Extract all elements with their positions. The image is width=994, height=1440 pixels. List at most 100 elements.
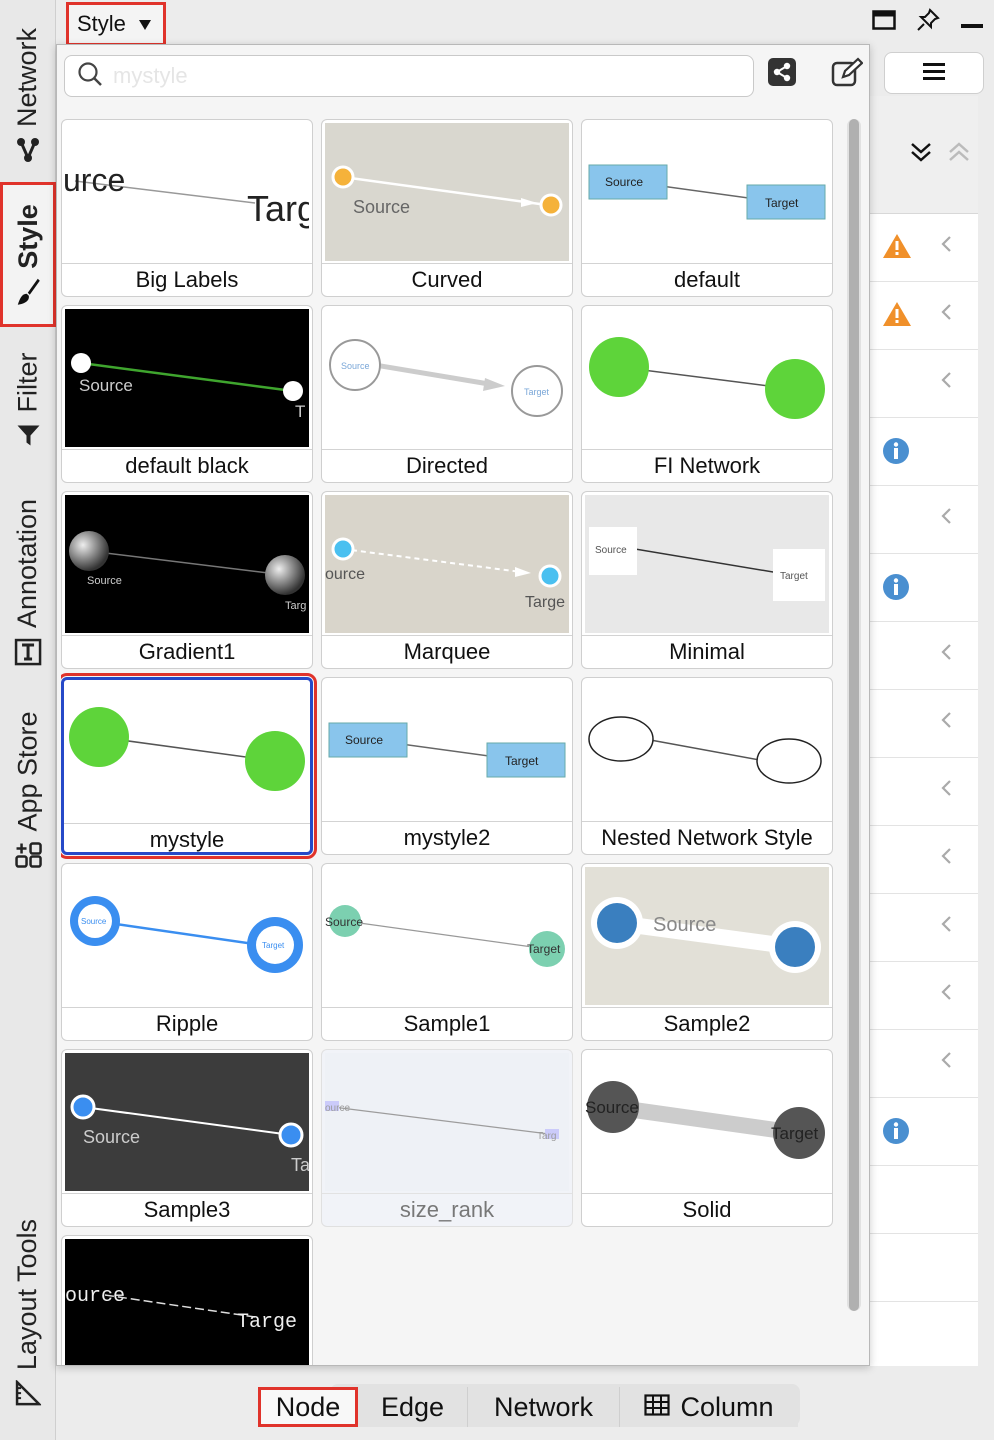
property-row[interactable] xyxy=(869,826,978,894)
svg-text:Source: Source xyxy=(83,1127,140,1147)
property-row[interactable] xyxy=(869,894,978,962)
style-search-box[interactable] xyxy=(64,55,754,97)
chevron-left-icon[interactable] xyxy=(939,778,953,803)
tab-style[interactable]: Style xyxy=(0,182,56,327)
style-preview-thumbnail: Source xyxy=(585,867,829,1005)
svg-text:ource: ource xyxy=(325,1103,350,1114)
chevron-left-icon[interactable] xyxy=(939,1050,953,1075)
style-tile-big-labels[interactable]: urceTargBig Labels xyxy=(61,119,313,297)
style-tile-mystyle[interactable]: mystyle xyxy=(61,673,317,859)
tab-network[interactable]: Network xyxy=(0,20,56,170)
style-tile-label: FI Network xyxy=(582,449,832,482)
share-icon[interactable] xyxy=(767,57,797,92)
style-tile-label: Marquee xyxy=(322,635,572,668)
collapse-all-icon[interactable] xyxy=(909,141,933,168)
tab-column[interactable]: Column xyxy=(620,1387,798,1427)
style-panel-dropdown[interactable]: Style xyxy=(66,2,166,46)
property-row[interactable] xyxy=(869,622,978,690)
tab-layout-tools-label: Layout Tools xyxy=(12,1218,43,1371)
property-row[interactable] xyxy=(869,418,978,486)
svg-text:Target: Target xyxy=(505,754,539,768)
property-row[interactable] xyxy=(869,962,978,1030)
property-row[interactable] xyxy=(869,690,978,758)
tab-filter-label: Filter xyxy=(12,352,43,412)
expand-all-icon[interactable] xyxy=(947,141,971,168)
svg-text:Source: Source xyxy=(345,733,383,747)
property-row[interactable] xyxy=(869,1166,978,1234)
text-box-icon xyxy=(14,638,42,666)
property-row[interactable] xyxy=(869,554,978,622)
info-icon[interactable] xyxy=(881,436,911,471)
property-row[interactable] xyxy=(869,758,978,826)
info-icon[interactable] xyxy=(881,1116,911,1151)
svg-text:Source: Source xyxy=(79,376,133,395)
style-search-input[interactable] xyxy=(113,63,713,89)
warning-icon[interactable] xyxy=(881,300,913,333)
style-tile-nested-network-style[interactable]: Nested Network Style xyxy=(581,677,833,855)
svg-text:Target: Target xyxy=(771,1124,819,1143)
tab-annotation[interactable]: Annotation xyxy=(0,482,56,682)
property-row[interactable] xyxy=(869,214,978,282)
pin-icon[interactable] xyxy=(916,8,940,37)
chevron-left-icon[interactable] xyxy=(939,914,953,939)
warning-icon[interactable] xyxy=(881,232,913,265)
scrollbar-thumb[interactable] xyxy=(849,119,859,1311)
chevron-left-icon[interactable] xyxy=(939,302,953,327)
property-row[interactable] xyxy=(869,350,978,418)
chevron-left-icon[interactable] xyxy=(939,846,953,871)
style-preview-thumbnail: Source xyxy=(325,123,569,261)
tab-layout-tools[interactable]: Layout Tools xyxy=(0,1200,56,1425)
svg-text:ource: ource xyxy=(65,1285,125,1308)
chevron-left-icon[interactable] xyxy=(939,370,953,395)
chevron-left-icon[interactable] xyxy=(939,234,953,259)
chevron-left-icon[interactable] xyxy=(939,642,953,667)
tab-node[interactable]: Node xyxy=(258,1387,358,1427)
property-row[interactable] xyxy=(869,486,978,554)
tab-filter[interactable]: Filter xyxy=(0,340,56,460)
bottom-tab-bar: Node Edge Network Column xyxy=(258,1384,798,1430)
tab-network-bottom[interactable]: Network xyxy=(468,1387,620,1427)
tab-edge[interactable]: Edge xyxy=(358,1387,468,1427)
tab-app-store-label: App Store xyxy=(12,710,43,832)
svg-text:Source: Source xyxy=(595,545,627,556)
style-tile-fi-network[interactable]: FI Network xyxy=(581,305,833,483)
chevron-left-icon[interactable] xyxy=(939,982,953,1007)
chevron-left-icon[interactable] xyxy=(939,710,953,735)
vertical-scrollbar[interactable] xyxy=(847,119,861,1311)
property-row[interactable] xyxy=(869,282,978,350)
info-icon[interactable] xyxy=(881,572,911,607)
edit-icon[interactable] xyxy=(831,57,864,92)
chevron-left-icon[interactable] xyxy=(939,506,953,531)
property-row[interactable] xyxy=(869,1234,978,1302)
svg-text:Targ: Targ xyxy=(537,1131,556,1142)
panel-menu-button[interactable] xyxy=(884,52,984,94)
style-tile-label: default xyxy=(582,263,832,296)
minimize-icon[interactable] xyxy=(960,10,984,35)
property-row[interactable] xyxy=(869,1030,978,1098)
apps-icon xyxy=(14,841,42,869)
style-preview-thumbnail xyxy=(65,681,309,819)
tab-app-store[interactable]: App Store xyxy=(0,700,56,880)
property-row[interactable] xyxy=(869,1098,978,1166)
maximize-icon[interactable] xyxy=(872,10,896,35)
